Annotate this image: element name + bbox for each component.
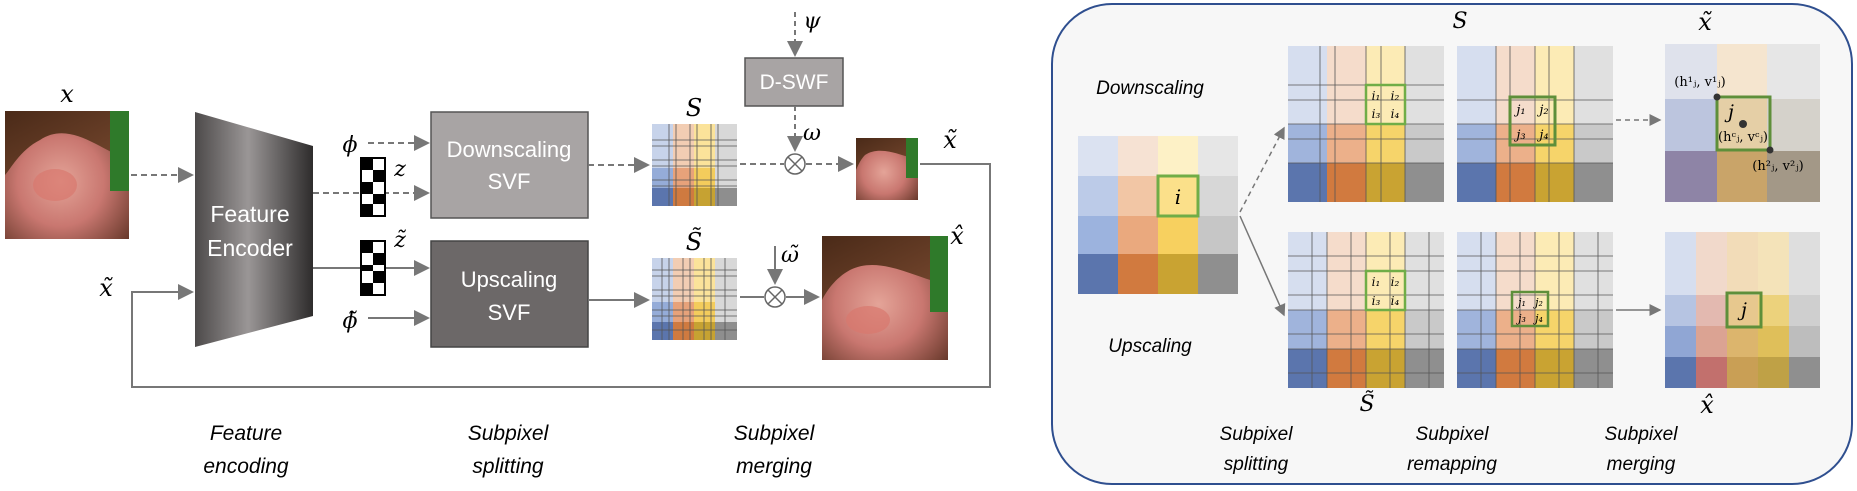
z-tilde-label: z̃: [393, 228, 406, 253]
s-grid: [652, 124, 737, 206]
output-upscaled-label: x̂: [950, 222, 964, 250]
caption-feature-encoding-2: encoding: [203, 455, 289, 478]
remap-j-highlight-bottom: [1510, 290, 1550, 328]
corner-point-1: [1713, 93, 1721, 101]
phi-label: ϕ: [343, 133, 358, 158]
top-i4: i₄: [1391, 107, 1400, 121]
merged-j-highlight-bottom: [1725, 291, 1763, 329]
right-s-label: S: [1452, 9, 1467, 34]
split-grid-s: [1288, 46, 1444, 202]
downscaling-svf-line2: SVF: [488, 169, 531, 194]
upscaling-svf-line2: SVF: [488, 300, 531, 325]
caption-subpixel-merging-1: Subpixel: [734, 422, 816, 445]
right-caption-remapping-2: remapping: [1407, 454, 1497, 475]
input-label: x: [60, 80, 74, 108]
split-i-highlight-bottom: [1364, 269, 1407, 312]
right-s-tilde-label: S̃: [1359, 391, 1374, 417]
s-tilde-grid: [652, 258, 737, 340]
top-j1: j₁: [1513, 103, 1525, 118]
cell-i-label: i: [1175, 185, 1181, 209]
arrow-split-up: [1239, 215, 1286, 317]
feedback-label: x̃: [99, 274, 113, 302]
merged-j-label-bottom: j: [1737, 299, 1747, 321]
center-point: [1739, 120, 1747, 128]
corner-point-2: [1766, 146, 1774, 154]
right-caption-merging-1: Subpixel: [1605, 424, 1679, 445]
merged-grid-x-tilde: [1665, 44, 1820, 202]
encoder-line1: Feature: [210, 201, 289, 227]
downscaling-svf-line1: Downscaling: [447, 137, 572, 162]
merged-j-label-top: j: [1724, 101, 1734, 123]
multiply-node-up: [764, 286, 786, 308]
coord-2: (h²ⱼ, v²ⱼ): [1752, 159, 1803, 174]
z-tilde-code: [360, 240, 386, 296]
caption-subpixel-splitting-2: splitting: [472, 455, 544, 478]
multiply-node-down: [784, 153, 806, 175]
bottom-i3: i₃: [1372, 294, 1381, 308]
output-upscaled-image: [822, 236, 948, 360]
top-j3: j₃: [1513, 128, 1525, 143]
bottom-j2: j₂: [1532, 296, 1543, 309]
upscaling-svf-box: Upscaling SVF: [430, 240, 589, 348]
s-tilde-label: S̃: [686, 228, 702, 256]
coord-1: (h¹ⱼ, v¹ⱼ): [1674, 75, 1725, 90]
right-caption-splitting-2: splitting: [1224, 454, 1289, 475]
right-caption-splitting-1: Subpixel: [1220, 424, 1294, 445]
label-downscaling: Downscaling: [1096, 78, 1204, 99]
right-caption-remapping-1: Subpixel: [1416, 424, 1490, 445]
right-panel: Downscaling Upscaling i: [1051, 3, 1853, 485]
arrow-split-down: [1239, 126, 1285, 213]
split-grid-s-tilde: [1288, 232, 1444, 388]
bottom-i4: i₄: [1391, 294, 1400, 308]
output-downscaled-image: [856, 138, 918, 200]
remap-grid-s-tilde: [1457, 232, 1613, 388]
upscaling-svf-line1: Upscaling: [461, 267, 558, 292]
merged-grid-x-hat: [1665, 232, 1820, 388]
feedback-loop: [131, 163, 991, 388]
original-grid: [1078, 136, 1238, 294]
input-image: [5, 111, 129, 239]
bottom-i2: i₂: [1391, 275, 1400, 289]
dswf-label: D-SWF: [760, 71, 829, 94]
top-i2: i₂: [1391, 89, 1400, 103]
top-j4: j₄: [1536, 128, 1548, 143]
caption-subpixel-splitting-1: Subpixel: [468, 422, 550, 445]
split-i-highlight-top: [1364, 83, 1407, 126]
caption-feature-encoding-1: Feature: [210, 422, 282, 445]
right-x-tilde-label: x̃: [1698, 8, 1712, 36]
remap-grid-s: [1457, 46, 1613, 202]
right-caption-merging-2: merging: [1607, 454, 1676, 475]
bottom-j4: j₄: [1532, 312, 1543, 325]
downscaling-svf-box: Downscaling SVF: [430, 111, 589, 219]
omega-label: ω: [803, 121, 821, 146]
top-j2: j₂: [1536, 103, 1548, 118]
encoder-line2: Encoder: [207, 235, 293, 261]
right-x-hat-label: x̂: [1700, 391, 1714, 419]
merged-j-highlight-top: [1715, 95, 1772, 152]
feature-encoder: Feature Encoder: [195, 112, 313, 347]
z-label: z: [393, 157, 406, 182]
dswf-box: D-SWF: [744, 57, 844, 107]
s-label: S: [686, 94, 702, 122]
top-i1: i₁: [1372, 89, 1381, 103]
bottom-j1: j₁: [1515, 296, 1526, 309]
output-downscaled-label: x̃: [943, 126, 957, 154]
caption-subpixel-merging-2: merging: [736, 455, 812, 478]
psi-label: ψ: [803, 9, 821, 34]
remap-j-highlight-top: [1508, 95, 1557, 147]
z-code: [360, 157, 386, 217]
bottom-i1: i₁: [1372, 275, 1381, 289]
left-pipeline: x x̃ Feature Encoder ϕ z z̃: [5, 9, 991, 478]
bottom-j3: j₃: [1515, 312, 1526, 325]
coord-c: (hᶜⱼ, vᶜⱼ): [1718, 130, 1768, 145]
phi-tilde-label: ϕ̃: [343, 309, 358, 334]
omega-tilde-label: ω̃: [781, 243, 799, 268]
top-i3: i₃: [1372, 107, 1381, 121]
cell-i-highlight: [1156, 174, 1200, 218]
label-upscaling: Upscaling: [1108, 336, 1192, 357]
